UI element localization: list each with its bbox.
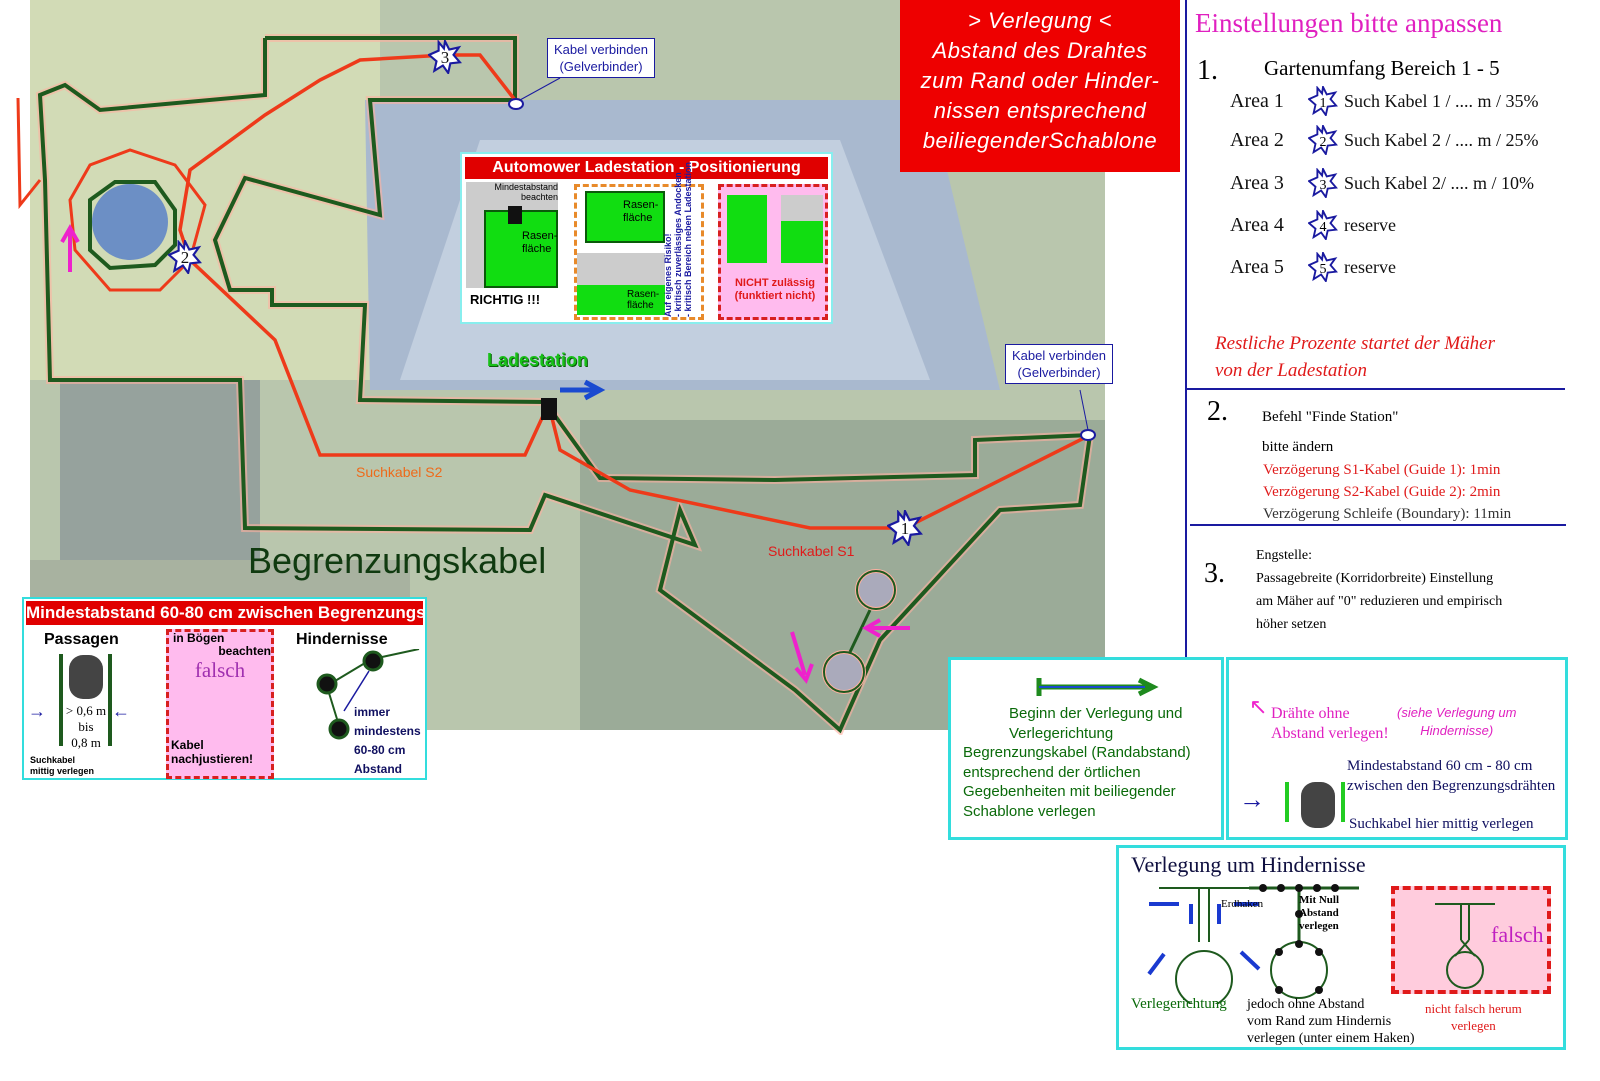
star-2-icon: 2 <box>1308 125 1338 155</box>
mower-icon <box>1301 782 1335 828</box>
connector-icon <box>1080 429 1096 441</box>
connector-label-2: Kabel verbinden(Gelverbinder) <box>1005 344 1113 384</box>
mower-icon <box>69 655 103 699</box>
svg-text:5: 5 <box>1320 262 1327 277</box>
section-3-text: Engstelle:Passagebreite (Korridorbreite)… <box>1256 548 1503 632</box>
start-direction-arrow-icon <box>1036 677 1159 697</box>
svg-text:1: 1 <box>901 519 910 538</box>
obstacle-laying-box: Verlegung um Hindernisse Erdhaken Mit Nu… <box>1116 845 1566 1050</box>
station-positioning-box: Automower Ladestation - Positionierung M… <box>460 152 833 324</box>
star-4-icon: 4 <box>1308 210 1338 240</box>
station-box-title: Automower Ladestation - Positionierung <box>465 157 828 179</box>
suchkabel-s2-label: Suchkabel S2 <box>356 464 443 480</box>
magenta-arrow-icon <box>60 223 80 272</box>
guide-wire-s1 <box>548 409 1091 530</box>
suchkabel-s1-label: Suchkabel S1 <box>768 543 855 559</box>
magenta-arrow-icon <box>861 618 910 638</box>
star-5-icon: 5 <box>1308 252 1338 282</box>
magenta-arrow-icon <box>790 631 814 684</box>
richtig-label: RICHTIG !!! <box>470 292 541 307</box>
obstacle-laying-diagram-icon <box>1147 884 1359 1004</box>
begrenzungskabel-label: Begrenzungskabel <box>248 540 547 581</box>
section-2-number: 2. <box>1207 396 1228 427</box>
svg-text:2: 2 <box>1320 135 1327 150</box>
direction-arrow-icon <box>560 379 606 401</box>
obstacle-diagram-icon <box>316 649 420 740</box>
connector-icon <box>508 98 524 110</box>
svg-text:2: 2 <box>181 248 190 267</box>
panel-divider <box>1185 0 1187 660</box>
section-1-number: 1. <box>1197 55 1218 86</box>
svg-text:4: 4 <box>1320 220 1327 235</box>
charging-station-icon <box>541 398 557 420</box>
section-2-text: Befehl "Finde Station"bitte ändern <box>1262 409 1399 455</box>
svg-text:3: 3 <box>1320 178 1327 193</box>
distance-box: Mindestabstand 60-80 cm zwischen Begrenz… <box>22 597 427 780</box>
settings-title: Einstellungen bitte anpassen <box>1195 8 1503 38</box>
section-3-number: 3. <box>1204 558 1225 589</box>
boundary-wire <box>37 36 1093 734</box>
pond <box>92 184 168 260</box>
section-1-title: Gartenumfang Bereich 1 - 5 <box>1264 56 1500 80</box>
star-1-icon: 1 <box>1308 86 1338 116</box>
svg-text:1: 1 <box>1320 96 1327 111</box>
magenta-arrow-icon: ↖ <box>1249 694 1268 719</box>
svg-text:3: 3 <box>441 48 450 67</box>
ladestation-label: Ladestation <box>487 350 589 370</box>
connector-label-1: Kabel verbinden(Gelverbinder) <box>547 38 655 78</box>
distance-box-title: Mindestabstand 60-80 cm zwischen Begrenz… <box>26 601 423 625</box>
star-3-icon: 3 <box>1308 168 1338 198</box>
